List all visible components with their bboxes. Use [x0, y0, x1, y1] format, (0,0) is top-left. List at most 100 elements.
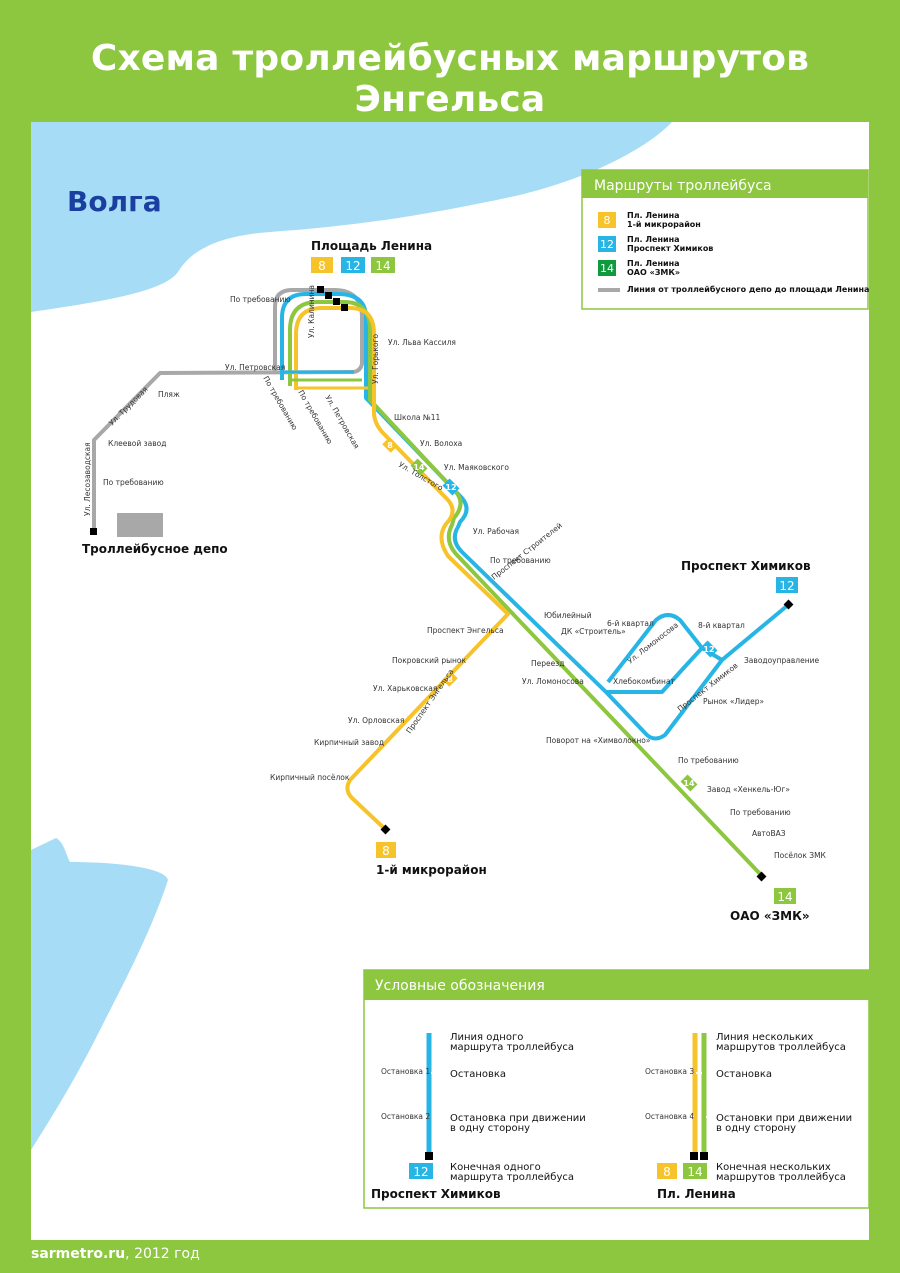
legend-term-single-l1: Конечная одного	[450, 1162, 541, 1173]
stop-label: По требованию	[261, 375, 299, 432]
route-marker-8-label: 8	[387, 441, 393, 450]
zmk-terminal-marker	[756, 871, 767, 882]
stop-label: Юбилейный	[544, 611, 592, 620]
stop-label: Ул. Петровская	[225, 363, 285, 372]
legend-one-way-l2: в одну сторону	[450, 1123, 530, 1134]
lenin-terminal-marker	[317, 286, 324, 293]
stop-label: Поворот на «Химволокно»	[546, 736, 651, 745]
route-marker-12	[442, 478, 460, 496]
legend-example-stop4: Остановка 4	[645, 1112, 694, 1121]
legend-badge-12-label: 12	[600, 238, 614, 251]
stop-label: Ул. Трудовая	[107, 385, 150, 428]
route-marker-8	[442, 671, 458, 687]
lenin-terminal-marker	[325, 292, 332, 299]
route-badge-8-label: 8	[382, 844, 390, 858]
depot-line	[92, 288, 364, 530]
lenin-terminal-marker	[333, 298, 340, 305]
legend-single-line-l1: Линия одного	[450, 1032, 523, 1043]
routes-legend-header	[582, 170, 868, 198]
terminal-zmk: ОАО «ЗМК»	[730, 909, 810, 923]
water-lower-left	[31, 838, 168, 1150]
stop-label: Посёлок ЗМК	[774, 851, 827, 860]
stop-label: Завод «Хенкель-Юг»	[707, 785, 790, 794]
legend-badge-8-label: 8	[604, 214, 611, 227]
stop-label: Ул. Волоха	[420, 439, 462, 448]
line-route-markers: 8 14 12 8 12 14	[382, 437, 718, 792]
stop-label: Ул. Льва Кассиля	[388, 338, 456, 347]
legend-item-8-line1: Пл. Ленина	[627, 211, 680, 220]
khimikov-terminal-marker	[783, 599, 794, 610]
stop-label: Ул. Горького	[371, 333, 380, 384]
terminal-depot: Троллейбусное депо	[82, 542, 228, 556]
legend-stops-label: Остановка	[716, 1069, 772, 1080]
routes-legend: Маршруты троллейбуса 8 Пл. Ленина 1-й ми…	[581, 169, 869, 310]
legend-item-14-line2: ОАО «ЗМК»	[627, 268, 680, 277]
legend-depot-label: Линия от троллейбусного депо до площади …	[627, 284, 869, 294]
volga-river	[31, 122, 672, 312]
stop-label: 8-й квартал	[698, 621, 745, 630]
stop-label: Проспект Энгельса	[427, 626, 504, 635]
legend-term-multi-l2: маршрутов троллейбуса	[716, 1172, 846, 1183]
stop-label: Школа №11	[394, 413, 440, 422]
stop-label: Кирпичный посёлок	[270, 773, 350, 782]
route-badge-8	[311, 257, 333, 273]
stop-label: ДК «Строитель»	[561, 627, 626, 636]
legend-item-8-line2: 1-й микрорайон	[627, 220, 701, 229]
legend-example-stop2: Остановка 2	[381, 1112, 430, 1121]
legend-depot-swatch	[598, 288, 620, 292]
route-badge-8-label: 8	[318, 259, 326, 273]
map-area: Волга Площадь Ленина 8 12 14 Троллейбусн…	[31, 122, 869, 1240]
legend-badge-8-label: 8	[663, 1165, 671, 1179]
legend-terminal-marker	[690, 1152, 698, 1160]
legend-multi-line-l1: Линия нескольких	[716, 1032, 813, 1043]
route-marker-8-label: 8	[447, 675, 453, 684]
legend-term-multi-l1: Конечная нескольких	[716, 1162, 831, 1173]
route-14-line	[288, 300, 764, 878]
legend-item-12-line2: Проспект Химиков	[627, 244, 713, 253]
legend-one-way-multi-l2: в одну сторону	[716, 1123, 796, 1134]
stop-label: По требованию	[730, 808, 791, 817]
route-badge-14	[371, 257, 395, 273]
footer-site-link[interactable]: sarmetro.ru	[31, 1246, 126, 1262]
legend-single-line-l2: маршрута троллейбуса	[450, 1042, 574, 1053]
legend-example-stop1: Остановка 1	[381, 1067, 430, 1076]
stop-label: Хлебокомбинат	[613, 677, 676, 686]
legend-badge-8	[657, 1163, 677, 1179]
routes-legend-heading: Маршруты троллейбуса	[594, 178, 772, 194]
legend-badge-12	[598, 236, 616, 252]
legend-item-14-line1: Пл. Ленина	[627, 259, 680, 268]
footer: sarmetro.ru, 2012 год	[31, 1246, 200, 1262]
route-8-line	[294, 306, 510, 832]
legend-example-stop3: Остановка 3	[645, 1067, 694, 1076]
stop-label: Ул. Маяковского	[444, 463, 509, 472]
map-title: Схема троллейбусных маршрутов Энгельса	[90, 38, 810, 120]
legend-example-term2: Пл. Ленина	[657, 1187, 736, 1201]
mikro-terminal-marker	[380, 824, 391, 835]
symbols-legend: Условные обозначения 12 Линия одного мар…	[363, 969, 869, 1209]
terminal-khimikov: Проспект Химиков	[681, 559, 811, 573]
legend-badge-14	[598, 260, 616, 276]
stop-label: Ул. Калинина	[307, 285, 316, 338]
stop-label: Переезд	[531, 659, 564, 668]
legend-example-term1: Проспект Химиков	[371, 1187, 501, 1201]
route-12-line	[280, 292, 790, 741]
legend-terminal-marker	[700, 1152, 708, 1160]
depot-building	[117, 513, 163, 537]
legend-badge-14-label: 14	[687, 1165, 702, 1179]
stop-label: Кирпичный завод	[314, 738, 384, 747]
route-badge-12	[341, 257, 365, 273]
stop-label: Ул. Лесозаводская	[83, 442, 92, 516]
route-badge-12	[776, 577, 798, 593]
legend-badge-8	[598, 212, 616, 228]
legend-one-way-multi-l1: Остановки при движении	[716, 1113, 852, 1124]
stop-label: Ул. Ломоносова	[522, 677, 584, 686]
legend-badge-14-label: 14	[600, 262, 614, 275]
stop-label: 6-й квартал	[607, 619, 654, 628]
route-marker-14	[410, 458, 428, 476]
route-marker-12-label: 12	[445, 483, 456, 492]
route-badge-12-label: 12	[345, 259, 360, 273]
legend-badge-12-label: 12	[413, 1165, 428, 1179]
legend-term-single-l2: маршрута троллейбуса	[450, 1172, 574, 1183]
route-map: Волга Площадь Ленина 8 12 14 Троллейбусн…	[31, 122, 869, 1209]
stop-label: АвтоВАЗ	[752, 829, 786, 838]
